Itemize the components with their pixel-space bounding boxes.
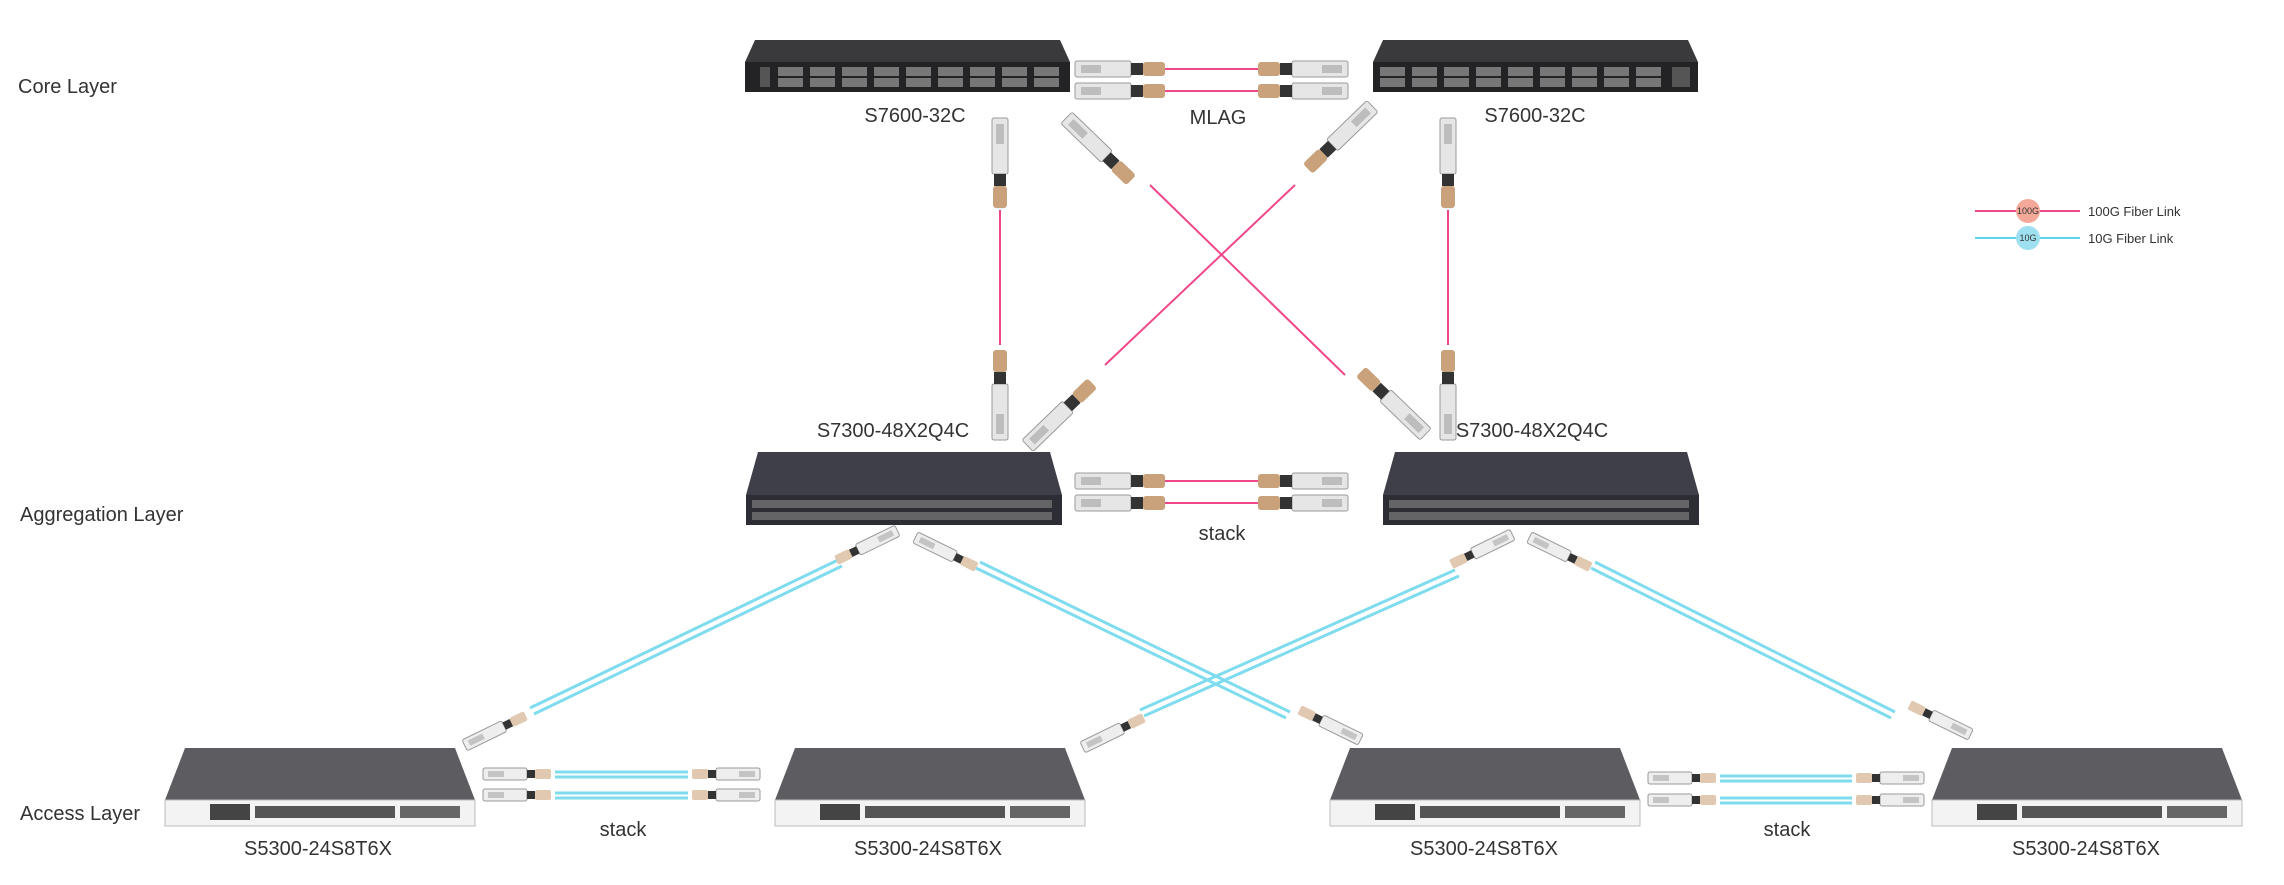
legend-100g-label: 100G Fiber Link (2088, 204, 2181, 219)
core-switch-left[interactable] (745, 40, 1070, 92)
access-layer-label: Access Layer (20, 803, 140, 825)
agg-left-device-label: S7300-48X2Q4C (817, 420, 969, 442)
core-right-to-agg-left-link (1021, 99, 1379, 453)
core-layer-label: Core Layer (18, 76, 117, 98)
agg-right-device-label: S7300-48X2Q4C (1456, 420, 1608, 442)
core-right-device-label: S7600-32C (1484, 105, 1585, 127)
core-mlag-link (1074, 60, 1349, 100)
legend-item-10g: 10G 10G Fiber Link (1975, 226, 2174, 250)
access-switch-2[interactable] (774, 748, 1086, 827)
access-4-device-label: S5300-24S8T6X (2012, 838, 2160, 860)
agg-stack-link (1074, 472, 1349, 512)
core-switch-right[interactable] (1373, 40, 1698, 92)
agg-switch-right[interactable] (1383, 452, 1699, 525)
agg-left-to-access-1-link (461, 524, 901, 752)
agg-right-to-access-2-link (1079, 528, 1516, 754)
legend-10g-label: 10G Fiber Link (2088, 231, 2174, 246)
access-stack-right-label: stack (1764, 819, 1812, 841)
core-right-to-agg-right-link (1439, 117, 1457, 441)
access-1-device-label: S5300-24S8T6X (244, 838, 392, 860)
agg-right-to-access-4-link (1526, 531, 1974, 741)
access-stack-right-link (1647, 771, 1925, 807)
core-left-device-label: S7600-32C (864, 105, 965, 127)
access-stack-left-link (482, 767, 761, 802)
legend-10g-badge: 10G (2019, 233, 2036, 243)
core-left-to-agg-left-link (991, 117, 1009, 441)
legend: 100G 100G Fiber Link 10G 10G Fiber Link (1975, 199, 2181, 250)
access-2-device-label: S5300-24S8T6X (854, 838, 1002, 860)
legend-item-100g: 100G 100G Fiber Link (1975, 199, 2181, 223)
access-switch-4[interactable] (1931, 748, 2243, 827)
agg-left-to-access-3-link (912, 531, 1364, 746)
mlag-label: MLAG (1190, 107, 1247, 129)
access-switch-3[interactable] (1329, 748, 1641, 827)
legend-100g-badge: 100G (2017, 206, 2039, 216)
access-stack-left-label: stack (600, 819, 648, 841)
access-switch-1[interactable] (164, 748, 476, 827)
core-left-to-agg-right-link (1060, 111, 1432, 441)
access-3-device-label: S5300-24S8T6X (1410, 838, 1558, 860)
agg-stack-label: stack (1199, 523, 1247, 545)
aggregation-layer-label: Aggregation Layer (20, 504, 184, 526)
agg-switch-left[interactable] (746, 452, 1062, 525)
